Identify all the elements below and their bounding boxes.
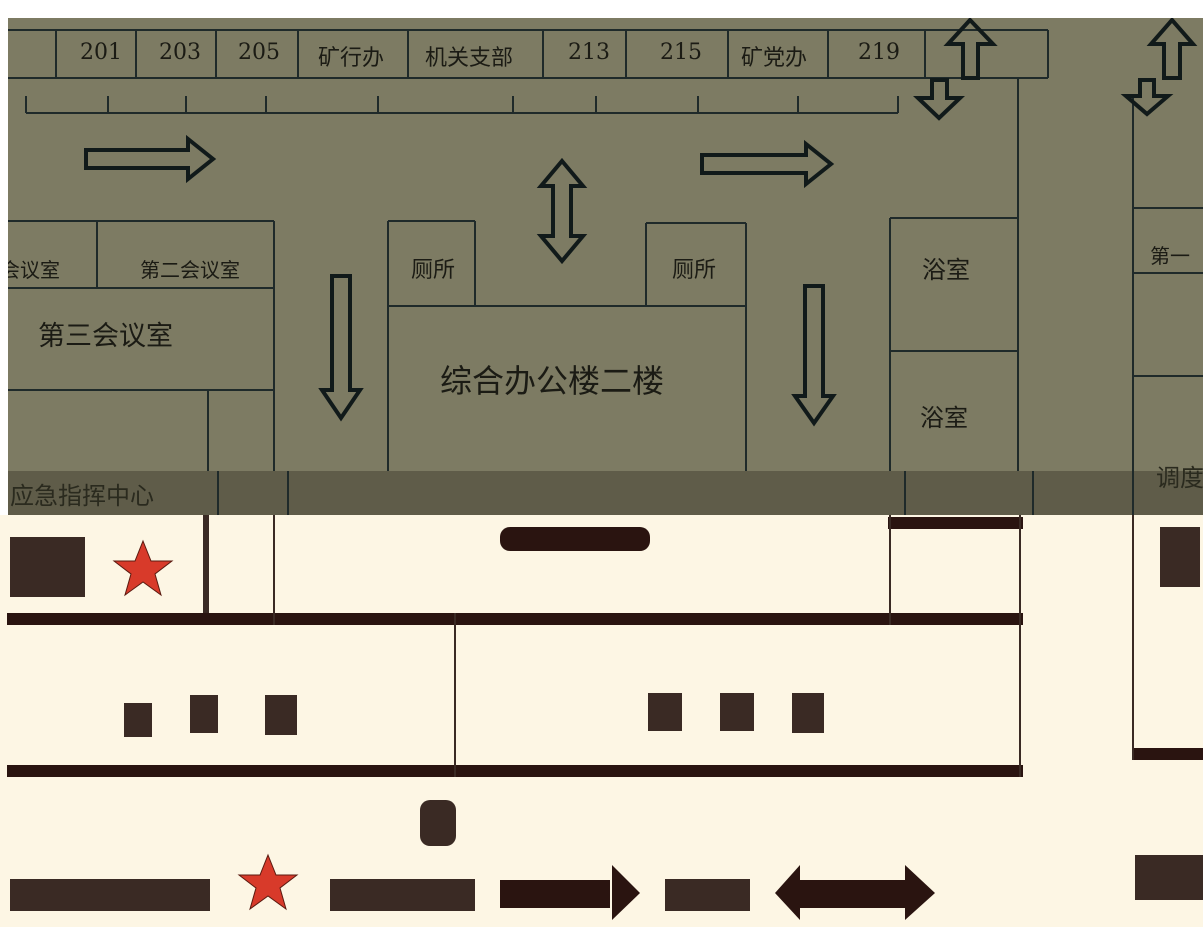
room-label-201: 201 <box>80 40 122 65</box>
wall-band <box>1133 748 1203 760</box>
arrow-down-icon <box>318 274 364 422</box>
arrow-down-icon <box>913 78 965 121</box>
toilet-label-left: 厕所 <box>411 258 456 283</box>
room-label-mine-admin-office: 矿行办 <box>318 46 385 71</box>
bottom-text-block <box>500 880 610 908</box>
glyph-block <box>648 693 682 731</box>
toilet-label-right: 厕所 <box>672 258 717 283</box>
arrow-right-icon <box>905 865 935 920</box>
bottom-text-block <box>665 879 750 911</box>
arrow-updown-icon <box>1146 18 1198 80</box>
arrow-left-icon <box>775 865 800 920</box>
glyph-block <box>420 800 456 846</box>
floor-plan-second-floor: 201 203 205 矿行办 机关支部 213 215 矿党办 219 会议室… <box>8 18 1203 515</box>
glyph-block <box>792 693 824 733</box>
arrow-down-icon <box>791 284 837 427</box>
room-label-party-branch: 机关支部 <box>425 46 514 71</box>
arrow-right-icon <box>700 139 835 189</box>
wall-band <box>7 765 1023 777</box>
glyph-block <box>124 703 152 737</box>
wall-band <box>7 613 1023 625</box>
floor-plan-lines <box>8 18 1203 515</box>
star-icon <box>237 853 299 911</box>
floor-plan-lower-region <box>0 515 1203 927</box>
room-label-213: 213 <box>568 40 610 65</box>
room-label-mine-party-office: 矿党办 <box>741 46 808 71</box>
bath-label-lower: 浴室 <box>920 404 968 432</box>
bottom-text-block <box>800 880 910 908</box>
bottom-text-block <box>330 879 475 911</box>
first-meeting-room-partial-label: 第一 <box>1150 244 1190 268</box>
dark-band <box>8 471 1203 515</box>
glyph-block <box>265 695 297 735</box>
command-center-partial-label: 应急指挥中心 <box>10 482 154 510</box>
arrow-updown-icon <box>943 18 998 80</box>
room-label-219: 219 <box>858 40 900 65</box>
wall-band <box>888 517 1023 529</box>
glyph-block <box>720 693 754 731</box>
meeting-room-partial-label: 会议室 <box>8 258 60 282</box>
second-meeting-room-label: 第二会议室 <box>140 258 240 282</box>
dispatch-partial-label: 调度 <box>1156 464 1203 492</box>
room-label-203: 203 <box>159 40 201 65</box>
capsule-shape <box>500 527 650 551</box>
room-label-205: 205 <box>238 40 280 65</box>
lower-plan-shapes <box>7 515 1203 920</box>
bottom-text-block <box>10 879 210 911</box>
arrow-right-icon <box>612 865 640 920</box>
building-title: 综合办公楼二楼 <box>440 362 665 400</box>
glyph-block <box>190 695 218 733</box>
star-icon <box>112 539 174 597</box>
bath-label-upper: 浴室 <box>922 256 970 284</box>
room-label-215: 215 <box>660 40 702 65</box>
block-shape <box>1160 527 1200 587</box>
arrow-down-icon <box>1120 78 1174 117</box>
arrow-updown-icon <box>536 157 588 265</box>
block-shape <box>10 537 85 597</box>
third-meeting-room-label: 第三会议室 <box>38 321 173 352</box>
arrow-right-icon <box>84 134 217 184</box>
block-shape <box>1135 855 1203 900</box>
